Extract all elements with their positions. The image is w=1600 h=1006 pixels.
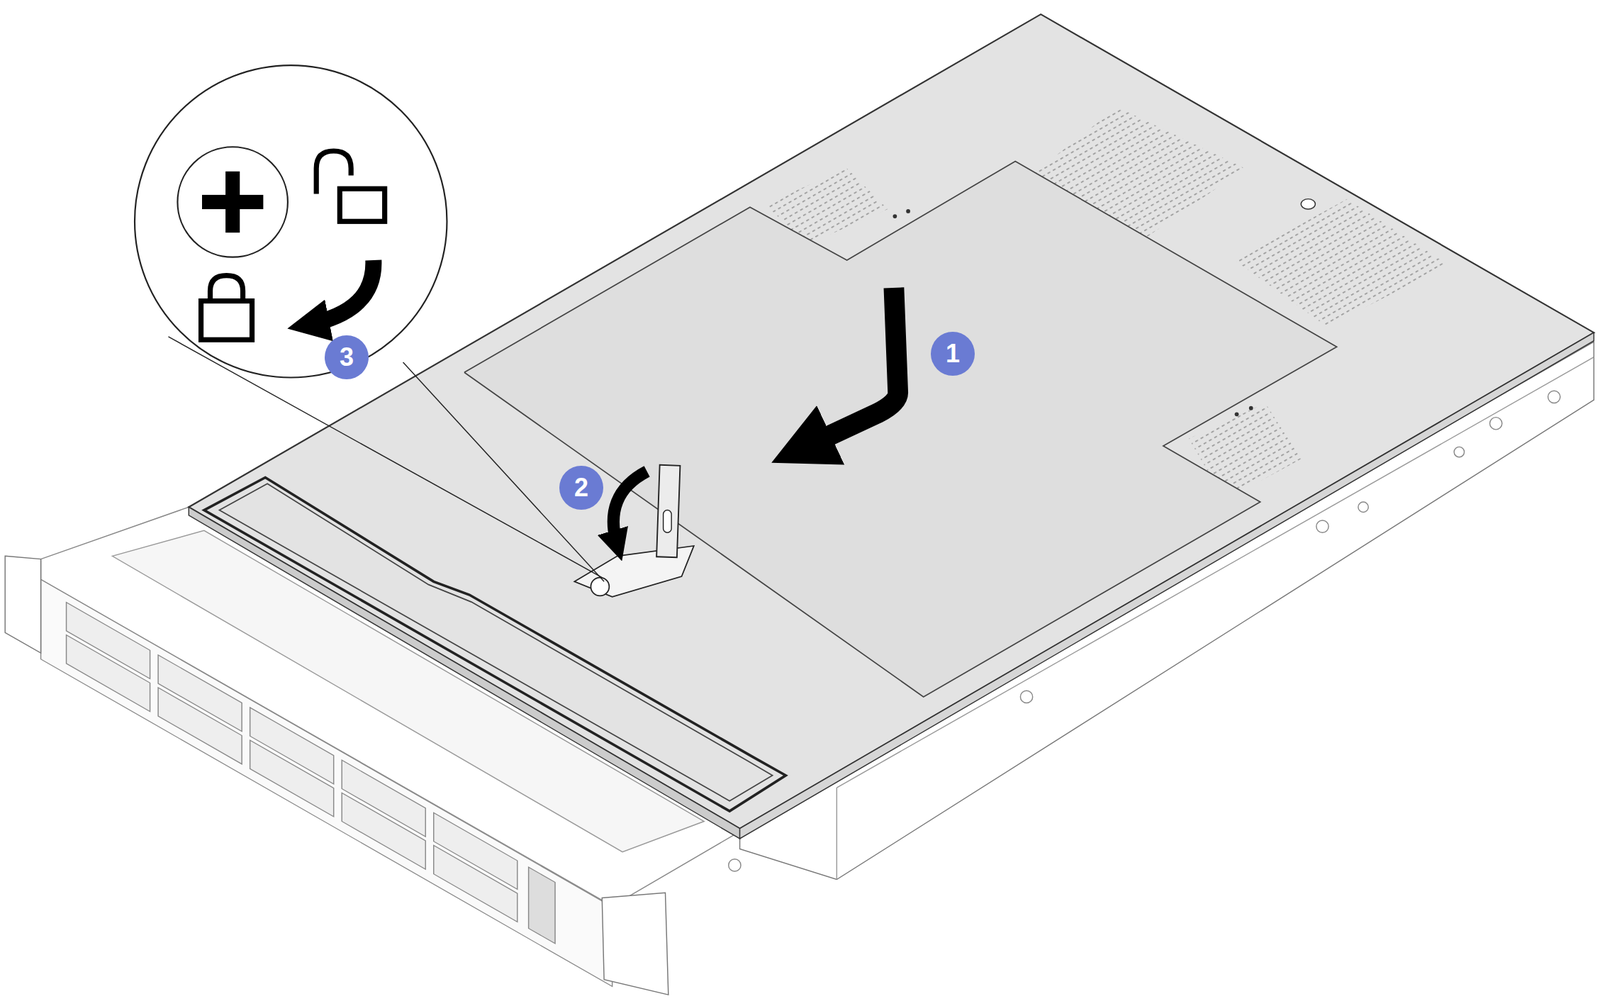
magnifier (134, 65, 447, 378)
callout-number: 2 (559, 465, 604, 510)
slide-arrow (801, 287, 899, 449)
callout-number: 3 (324, 335, 369, 380)
callout-number: 1 (930, 331, 975, 376)
close-arrow (613, 471, 647, 546)
leader-line (168, 336, 603, 578)
leader-line (403, 362, 605, 582)
